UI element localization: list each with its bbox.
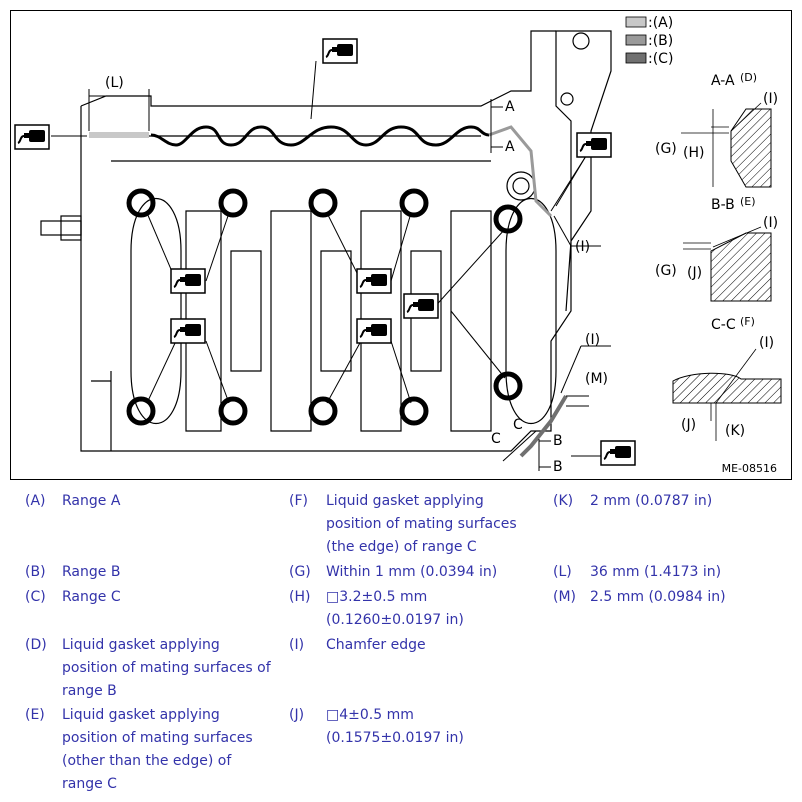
swatch-label-a: :(A) bbox=[648, 15, 673, 31]
legend-key: (K) bbox=[553, 493, 574, 509]
dimension-l: (L) bbox=[88, 75, 150, 131]
marker-c-right: C bbox=[513, 417, 523, 433]
callout-m: (M) bbox=[585, 371, 608, 387]
gasket-gun-icon bbox=[600, 440, 636, 466]
legend-text: Chamfer edge bbox=[326, 637, 426, 653]
legend-text: Range C bbox=[62, 589, 121, 605]
legend-key: (G) bbox=[289, 564, 311, 580]
legend-text: 2 mm (0.0787 in) bbox=[590, 493, 713, 509]
callout-i-upper: (I) bbox=[575, 239, 590, 255]
swatch-label-c: :(C) bbox=[648, 51, 673, 67]
legend-text: Range B bbox=[62, 564, 121, 580]
chamfer-callouts bbox=[553, 215, 611, 407]
gasket-gun-icon bbox=[356, 318, 392, 344]
legend-key: (B) bbox=[25, 564, 46, 580]
section-c-callout-k: (K) bbox=[725, 423, 745, 439]
section-a-callout-i: (I) bbox=[763, 91, 778, 107]
gasket-gun-icon bbox=[322, 38, 358, 64]
legend-key: (A) bbox=[25, 493, 46, 509]
section-b-callout-g: (G) bbox=[655, 263, 677, 279]
legend-text: □4±0.5 mm (0.1575±0.0197 in) bbox=[326, 707, 464, 746]
section-c-callout-i: (I) bbox=[759, 335, 774, 351]
section-title-b: B-B bbox=[711, 197, 735, 213]
gasket-gun-icon bbox=[576, 132, 612, 158]
swatch-range-c bbox=[625, 52, 647, 64]
marker-a-top: A bbox=[505, 99, 515, 115]
leader-lines bbox=[51, 60, 601, 457]
legend-key: (D) bbox=[25, 637, 47, 653]
legend-text: 2.5 mm (0.0984 in) bbox=[590, 589, 726, 605]
section-a-a: A-A (D) (I) (G) (H) bbox=[655, 71, 778, 188]
legend-text: Liquid gasket applying position of matin… bbox=[62, 707, 253, 792]
legend-key: (C) bbox=[25, 589, 46, 605]
legend-text: □3.2±0.5 mm (0.1260±0.0197 in) bbox=[326, 589, 464, 628]
gasket-gun-icon bbox=[14, 124, 50, 150]
engine-block bbox=[40, 30, 612, 452]
gasket-gun-icon bbox=[356, 268, 392, 294]
engine-block-diagram: :(A) :(B) :(C) (L) A A B B C C bbox=[10, 10, 792, 480]
legend-text: 36 mm (1.4173 in) bbox=[590, 564, 722, 580]
section-tag-d: (D) bbox=[740, 71, 757, 84]
section-b-callout-i: (I) bbox=[763, 215, 778, 231]
section-title-a: A-A bbox=[711, 73, 735, 89]
swatch-range-b bbox=[625, 34, 647, 46]
figure-id: ME-08516 bbox=[721, 462, 777, 475]
legend-key: (M) bbox=[553, 589, 577, 605]
section-c-callout-j: (J) bbox=[681, 417, 696, 433]
swatch-label-b: :(B) bbox=[648, 33, 673, 49]
section-a-callout-h: (H) bbox=[683, 145, 704, 161]
legend-key: (H) bbox=[289, 589, 311, 605]
callout-i-lower: (I) bbox=[585, 332, 600, 348]
section-tag-f: (F) bbox=[740, 315, 755, 328]
gasket-gun-icon bbox=[170, 268, 206, 294]
gasket-gun-icon bbox=[403, 293, 439, 319]
callout-l: (L) bbox=[105, 75, 124, 91]
diagram-canvas: :(A) :(B) :(C) (L) A A B B C C bbox=[14, 15, 782, 475]
legend-text: Within 1 mm (0.0394 in) bbox=[326, 564, 498, 580]
section-tag-e: (E) bbox=[740, 195, 756, 208]
section-title-c: C-C bbox=[711, 317, 736, 333]
swatch-range-a bbox=[625, 16, 647, 28]
legend-text: Liquid gasket applying position of matin… bbox=[326, 493, 517, 555]
seal-rings bbox=[126, 188, 523, 426]
legend-text: Range A bbox=[62, 493, 121, 509]
marker-a-bottom: A bbox=[505, 139, 515, 155]
marker-c-left: C bbox=[491, 431, 501, 447]
marker-b-top: B bbox=[553, 433, 563, 449]
section-a-callout-g: (G) bbox=[655, 141, 677, 157]
range-swatches: :(A) :(B) :(C) bbox=[625, 15, 673, 67]
legend-text: Liquid gasket applying position of matin… bbox=[62, 637, 271, 699]
legend-key: (L) bbox=[553, 564, 572, 580]
gasket-gun-icon bbox=[170, 318, 206, 344]
section-markers: A A B B C C bbox=[490, 99, 563, 475]
legend-key: (J) bbox=[289, 707, 305, 723]
section-b-b: B-B (E) (I) (G) (J) bbox=[655, 195, 778, 302]
section-c-c: C-C (F) (I) (J) (K) bbox=[672, 315, 782, 441]
gasket-bead bbox=[89, 125, 568, 458]
section-b-callout-j: (J) bbox=[687, 265, 702, 281]
legend-key: (F) bbox=[289, 493, 308, 509]
legend-key: (I) bbox=[289, 637, 305, 653]
legend-key: (E) bbox=[25, 707, 45, 723]
marker-b-bottom: B bbox=[553, 459, 563, 475]
